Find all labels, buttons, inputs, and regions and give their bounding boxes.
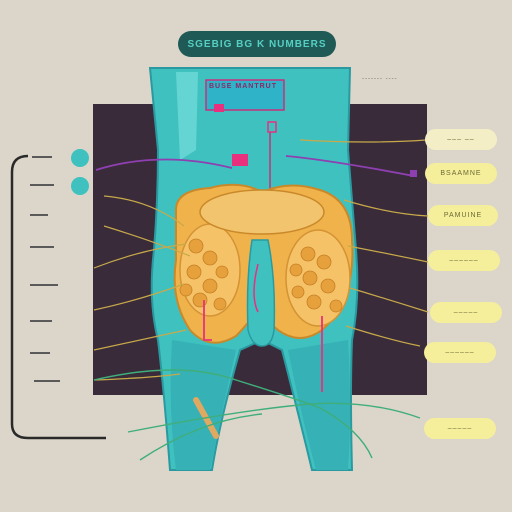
body-highlight [176, 72, 198, 160]
callout-5: ––––– [430, 302, 502, 323]
diagram-title: SGEBIG BG K NUMBERS [178, 31, 336, 57]
callout-3: PAMUINE [428, 205, 498, 226]
right-leader-lines [299, 139, 429, 347]
callout-4: –––––– [428, 250, 500, 271]
organ-lobe [285, 229, 351, 327]
bottom-leads [93, 369, 421, 461]
callout-1: ––– –– [425, 129, 497, 150]
connector-dot-icon [71, 149, 89, 167]
marker-box [267, 121, 277, 133]
organ-top [199, 189, 325, 235]
vessel-line [203, 300, 212, 341]
organ-stalk [246, 239, 276, 347]
purple-end-marker [410, 170, 417, 177]
left-ticks [30, 156, 60, 382]
callout-7: ––––– [424, 418, 496, 439]
leg-left [170, 340, 236, 470]
marker-box [232, 154, 248, 166]
connector-dot-icon [71, 177, 89, 195]
vessel-line [253, 263, 259, 313]
purple-leader [95, 158, 233, 171]
callout-6: –––––– [424, 342, 496, 363]
right-tag: ------- ---- [362, 76, 398, 82]
leg-right [288, 340, 350, 470]
torso-label: BUSE MANTRUT [209, 83, 277, 90]
left-bracket [10, 154, 106, 440]
callout-2: BSAAMNE [425, 163, 497, 184]
purple-leader [285, 155, 415, 177]
marker-box [214, 104, 224, 112]
left-leader-lines [93, 195, 191, 381]
